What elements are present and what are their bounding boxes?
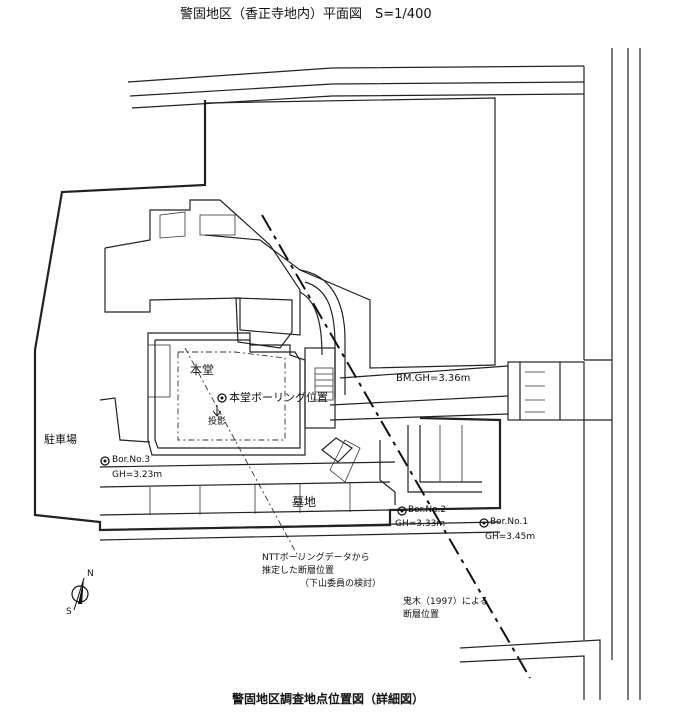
boring-2-name: Bor.No.2 (408, 505, 447, 515)
ntt-note-line3: （下山委員の検討） (300, 579, 382, 589)
boring-3-name: Bor.No.3 (112, 455, 151, 465)
ntt-note-line1: NTTボーリングデータから (262, 553, 370, 563)
boring-1-gh: GH=3.45m (485, 532, 536, 542)
kimura-note-line1: 鬼木（1997）による (403, 597, 489, 607)
main-hall-boring-label: 本堂ボーリング位置 (229, 391, 328, 404)
boring-3-gh: GH=3.23m (112, 470, 163, 480)
boring-1-name: Bor.No.1 (490, 517, 529, 527)
fault-line-ntt (184, 347, 301, 561)
compass-south-label: S (66, 607, 72, 617)
main-hall-building (147, 332, 306, 456)
figure-caption: 警固地区調査地点位置図（詳細図） (232, 692, 425, 706)
boring-markers (100, 393, 489, 528)
boring-2-gh: GH=3.33m (395, 519, 446, 529)
projection-arrow (212, 405, 222, 417)
page-title: 警固地区（香正寺地内）平面図 S=1/400 (180, 7, 432, 22)
site-boundary (33, 100, 502, 532)
compass-north-label: N (87, 569, 94, 579)
right-road (583, 48, 641, 700)
east-approach (329, 359, 612, 421)
ntt-note-line2: 推定した断層位置 (262, 566, 335, 576)
curved-path (299, 269, 346, 398)
north-building (204, 97, 496, 369)
fault-line-kimura (261, 214, 531, 679)
temple-complex (104, 199, 301, 336)
projection-label: 投影 (208, 417, 227, 427)
bottom-strip (99, 521, 501, 541)
compass-icon (71, 577, 89, 611)
bm-label: BM.GH=3.36m (396, 373, 471, 384)
top-road (127, 65, 585, 109)
bottom-road (459, 639, 601, 700)
kimura-note-line2: 断層位置 (403, 610, 440, 620)
stairs (304, 347, 336, 429)
main-hall-label: 本堂 (190, 363, 215, 377)
annex-building (235, 297, 293, 349)
grave-lots (99, 397, 482, 516)
parking-label: 駐車場 (44, 433, 77, 446)
cemetery-label: 墓地 (292, 495, 317, 509)
